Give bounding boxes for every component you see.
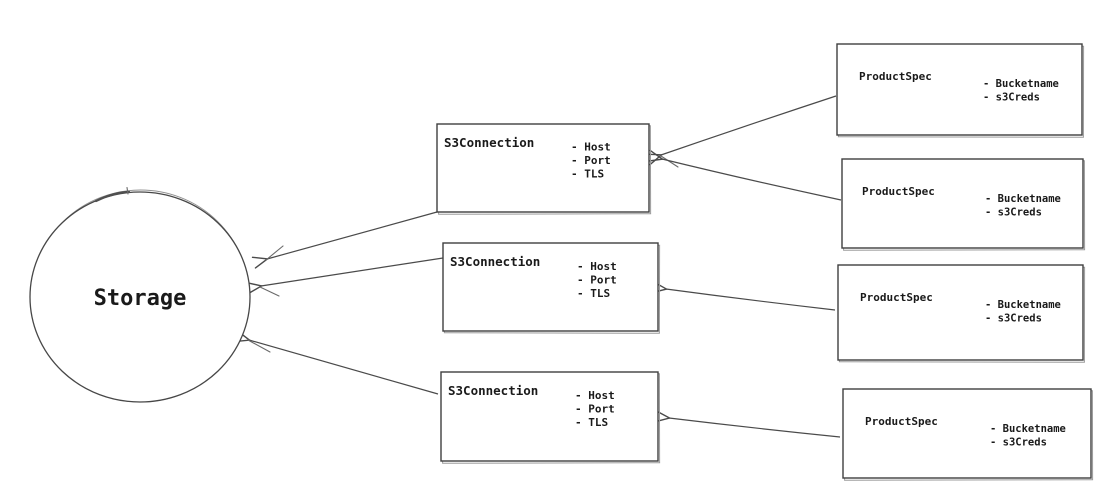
arrow-productspec1-to-s3connection1 — [645, 95, 837, 168]
s3connection-node-2: S3Connection - Host - Port - TLS — [442, 242, 661, 334]
storage-node: Storage — [29, 186, 251, 403]
productspec-node-2: ProductSpec - Bucketname - s3Creds — [841, 158, 1086, 251]
productspec-title: ProductSpec — [862, 185, 935, 198]
circle-sketch-overlay — [94, 190, 131, 203]
s3connection-title: S3Connection — [448, 383, 538, 398]
productspec-box — [842, 388, 1092, 479]
productspec-box — [841, 158, 1084, 249]
productspec-attr: - Bucketname — [990, 423, 1066, 435]
s3connection-attr: - Host — [575, 389, 615, 402]
productspec-attr: - Bucketname — [983, 78, 1059, 90]
s3connection-box — [436, 123, 650, 213]
s3connection-attr: - Host — [571, 141, 611, 154]
s3connection-attr: - Port — [577, 274, 617, 287]
productspec-box — [836, 43, 1083, 136]
productspec-node-1: ProductSpec - Bucketname - s3Creds — [836, 43, 1085, 138]
productspec-title: ProductSpec — [860, 291, 933, 304]
s3connection-attr: - Port — [575, 403, 615, 416]
productspec-attr: - Bucketname — [985, 299, 1061, 311]
productspec-node-4: ProductSpec - Bucketname - s3Creds — [842, 388, 1094, 481]
arrow-s3connection3-to-storage — [233, 330, 439, 395]
s3connection-attr: - TLS — [577, 287, 610, 300]
arrow-s3connection1-to-storage — [251, 211, 438, 269]
s3connection-box — [442, 242, 659, 332]
s3connection-node-1: S3Connection - Host - Port - TLS — [436, 123, 652, 215]
productspec-attr: - s3Creds — [983, 92, 1040, 104]
s3connection-box — [440, 371, 659, 462]
productspec-attr: - s3Creds — [985, 313, 1042, 325]
storage-circle — [29, 191, 251, 403]
s3connection-title: S3Connection — [444, 135, 534, 150]
arrow-s3connection2-to-storage — [246, 257, 444, 297]
arrow-productspec2-to-s3connection1 — [646, 149, 842, 201]
circle-sketch-tick — [126, 186, 129, 195]
s3connection-attr: - TLS — [571, 168, 604, 181]
s3connection-attr: - Host — [577, 260, 617, 273]
arrow-productspec3-to-s3connection2 — [651, 281, 836, 311]
s3connection-node-3: S3Connection - Host - Port - TLS — [440, 371, 661, 464]
arrow-productspec4-to-s3connection3 — [654, 410, 841, 438]
s3connection-attr: - TLS — [575, 416, 608, 429]
s3connection-attr: - Port — [571, 154, 611, 167]
productspec-node-3: ProductSpec - Bucketname - s3Creds — [837, 264, 1086, 363]
productspec-title: ProductSpec — [859, 70, 932, 83]
s3connection-title: S3Connection — [450, 254, 540, 269]
productspec-attr: - s3Creds — [990, 437, 1047, 449]
productspec-box — [837, 264, 1084, 361]
productspec-title: ProductSpec — [865, 415, 938, 428]
productspec-attr: - s3Creds — [985, 207, 1042, 219]
productspec-attr: - Bucketname — [985, 193, 1061, 205]
storage-label: Storage — [94, 286, 187, 311]
